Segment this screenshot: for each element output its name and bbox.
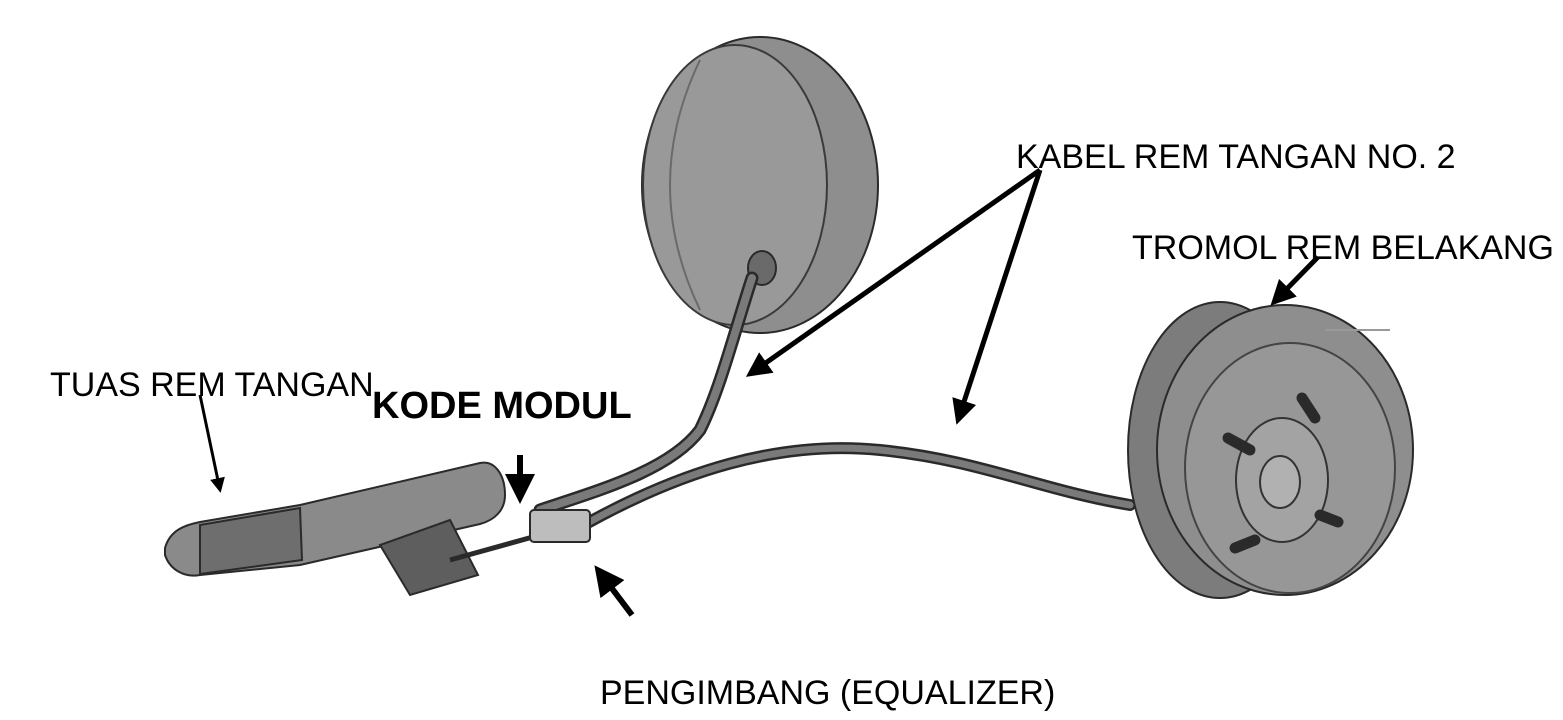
label-kode-modul: KODE MODUL	[372, 385, 632, 427]
callout-arrows	[198, 167, 1320, 617]
arrow-tuas	[198, 394, 225, 493]
upper-brake-drum	[641, 36, 879, 334]
arrow-kabel-to-lower-cable	[952, 169, 1043, 425]
rear-brake-drum	[1127, 301, 1414, 599]
label-tromol-rem-belakang: TROMOL REM BELAKANG	[1132, 229, 1554, 267]
arrow-kabel-to-upper-cable	[745, 167, 1042, 377]
handbrake-lever	[164, 461, 591, 597]
label-kabel-rem-tangan: KABEL REM TANGAN NO. 2	[1016, 138, 1456, 176]
label-pengimbang: PENGIMBANG (EQUALIZER)	[600, 674, 1056, 712]
arrow-tromol	[1270, 255, 1320, 306]
arrow-pengimbang	[594, 565, 635, 617]
label-tuas-rem-tangan: TUAS REM TANGAN	[50, 366, 374, 404]
